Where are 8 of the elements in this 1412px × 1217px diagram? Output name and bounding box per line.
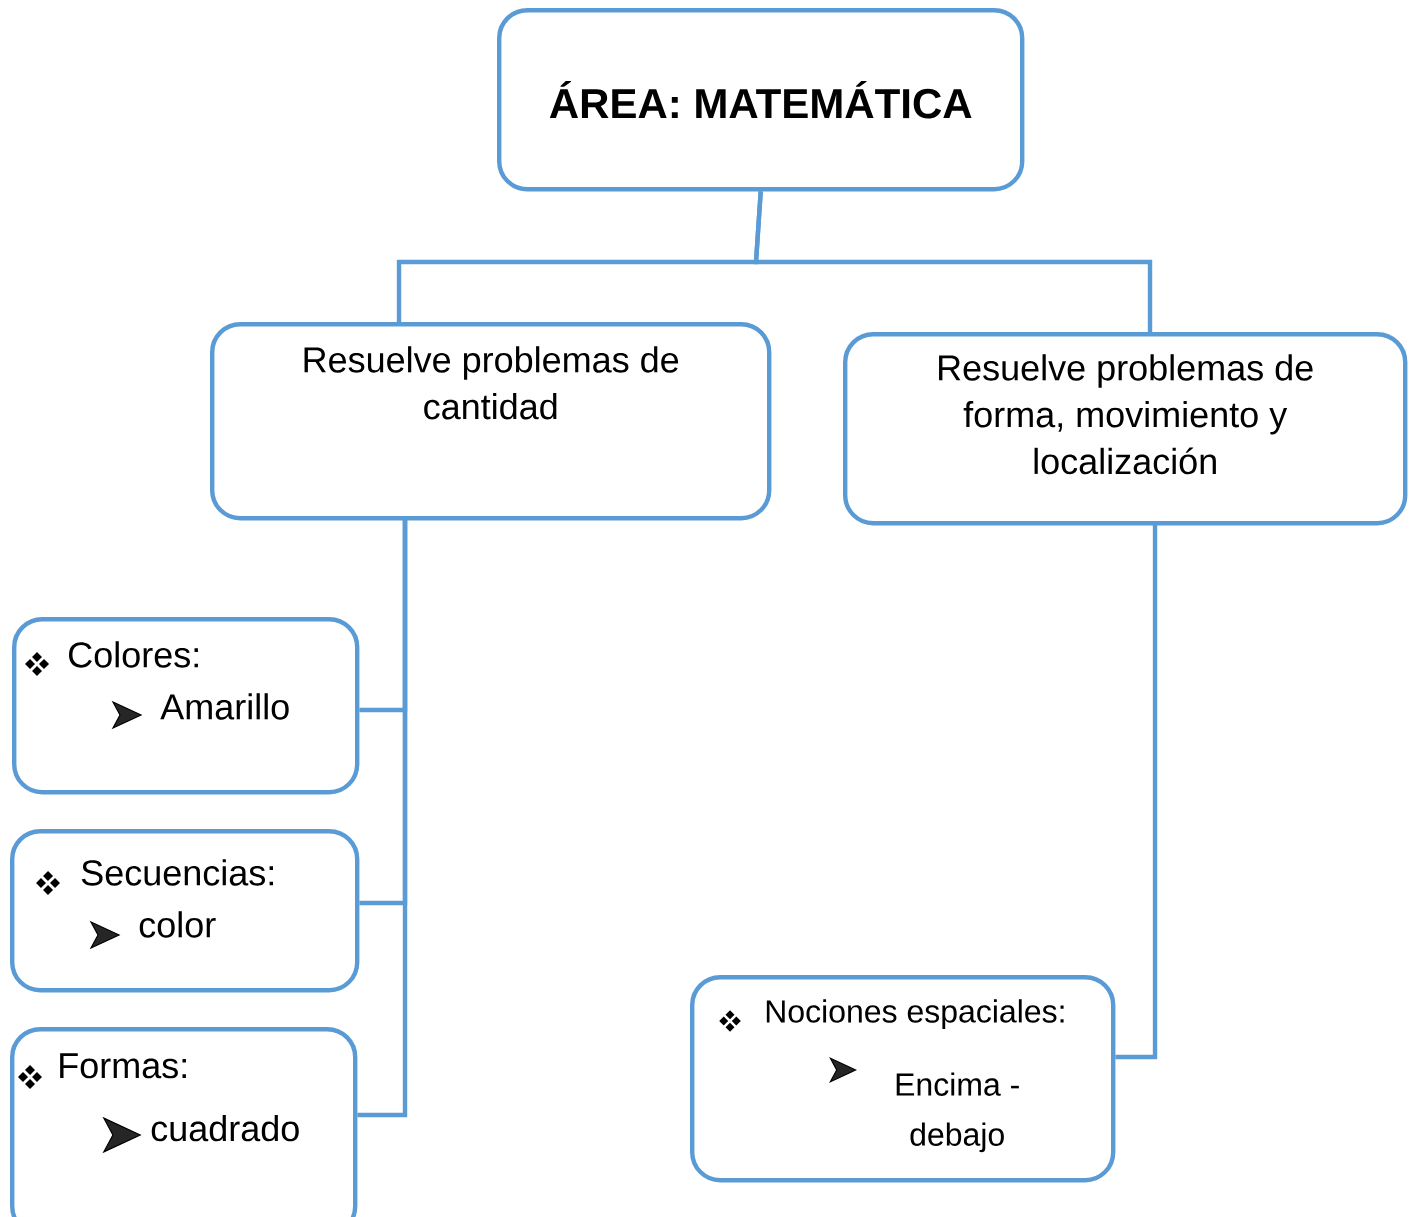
topic-box: Secuencias: color: [10, 829, 360, 993]
connector-line: [753, 191, 1153, 332]
category-box: Resuelve problemas de cantidad: [210, 322, 772, 521]
topic-box: Colores: Amarillo: [12, 617, 360, 795]
topic-box: Nociones espaciales: Encima - debajo: [690, 975, 1116, 1183]
topic-box: Formas: cuadrado: [10, 1027, 358, 1217]
title-box: ÁREA: MATEMÁTICA: [497, 8, 1025, 192]
category-box: Resuelve problemas de forma, movimiento y localización: [843, 332, 1408, 526]
